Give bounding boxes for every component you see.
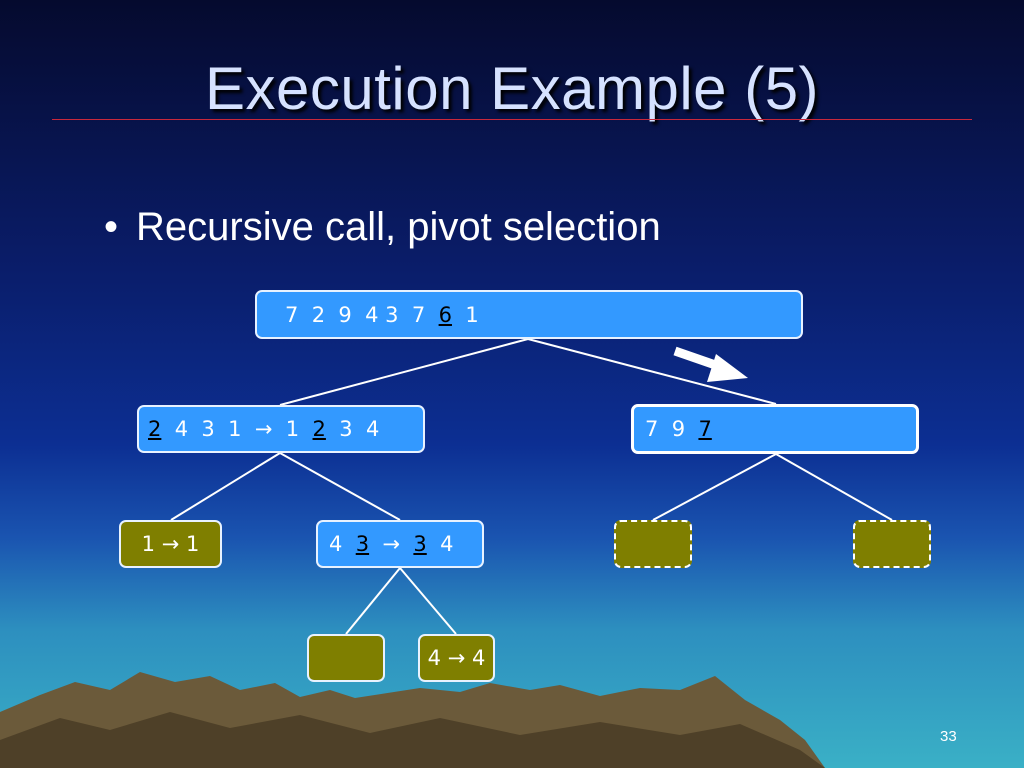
node-text-mid: → bbox=[369, 532, 414, 556]
pivot-value: 2 bbox=[148, 417, 162, 441]
slide-title: Execution Example (5) bbox=[204, 55, 820, 122]
pivot-value: 3 bbox=[355, 532, 370, 556]
pivot-value: 2 bbox=[312, 417, 326, 441]
page-number: 33 bbox=[940, 728, 957, 745]
node-text-post: 3 4 bbox=[325, 417, 380, 441]
tree-node-lrr: 4 → 4 bbox=[418, 634, 495, 682]
tree-node-right: 7 9 7 bbox=[631, 404, 919, 454]
bullet-marker: • bbox=[104, 205, 119, 249]
tree-node-placeholder-right-b bbox=[853, 520, 931, 568]
node-text-pre: 4 bbox=[329, 532, 356, 556]
bullet-text: Recursive call, pivot selection bbox=[136, 205, 661, 249]
node-text-mid: 4 3 1 → 1 bbox=[161, 417, 313, 441]
edge-root-right bbox=[527, 338, 777, 405]
node-text-pre: 7 9 bbox=[645, 417, 699, 441]
node-text-post: 4 bbox=[426, 532, 454, 556]
pivot-value: 6 bbox=[438, 302, 452, 327]
current-call-arrow-icon bbox=[673, 346, 748, 382]
tree-node-placeholder-right-a bbox=[614, 520, 692, 568]
edge-root-left bbox=[279, 338, 529, 406]
tree-node-lrl bbox=[307, 634, 385, 682]
edge-lr-b bbox=[399, 567, 457, 635]
pivot-value: 3 bbox=[413, 532, 427, 556]
tree-node-left-left: 1 → 1 bbox=[119, 520, 222, 568]
edge-right-a bbox=[652, 453, 777, 521]
edge-right-b bbox=[775, 453, 893, 521]
bullet-item: • Recursive call, pivot selection bbox=[104, 205, 661, 250]
title-divider bbox=[52, 119, 972, 120]
mountain-shadow bbox=[0, 712, 825, 768]
tree-node-root: 7 2 9 4 3 7 6 1 bbox=[255, 290, 803, 339]
node-text-post: 1 bbox=[451, 302, 479, 327]
node-text-pre: 7 2 9 4 3 7 bbox=[285, 302, 439, 327]
tree-node-left-right: 4 3 → 3 4 bbox=[316, 520, 484, 568]
node-text: 4 → 4 bbox=[427, 646, 486, 670]
edge-left-leftleft bbox=[170, 452, 281, 521]
node-text: 1 → 1 bbox=[141, 532, 200, 556]
tree-node-left: 2 4 3 1 → 1 2 3 4 bbox=[137, 405, 425, 453]
pivot-value: 7 bbox=[698, 417, 712, 441]
edge-left-leftright bbox=[279, 452, 401, 521]
edge-lr-a bbox=[345, 567, 401, 635]
